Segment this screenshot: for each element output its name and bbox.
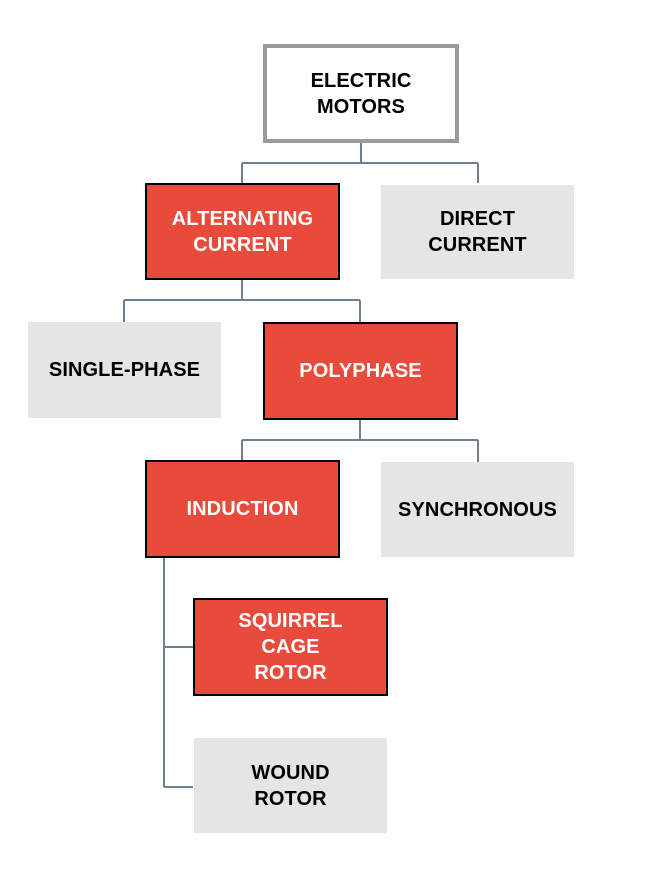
node-label: SQUIRREL CAGE ROTOR	[238, 610, 343, 684]
node-synchronous: SYNCHRONOUS	[381, 462, 574, 557]
node-alternating-current: ALTERNATING CURRENT	[145, 183, 340, 280]
node-label: INDUCTION	[186, 498, 299, 520]
node-electric-motors: ELECTRIC MOTORS	[263, 44, 459, 143]
node-label: ELECTRIC MOTORS	[310, 69, 412, 118]
connector-root	[241, 143, 479, 183]
node-label: SYNCHRONOUS	[398, 498, 557, 521]
connector-polyphase	[241, 420, 479, 462]
node-polyphase: POLYPHASE	[263, 322, 458, 420]
node-label: ALTERNATING CURRENT	[171, 207, 314, 256]
node-label: SINGLE-PHASE	[48, 359, 201, 381]
node-induction: INDUCTION	[145, 460, 340, 558]
node-label: WOUND ROTOR	[251, 761, 330, 810]
node-wound-rotor: WOUND ROTOR	[194, 738, 387, 833]
node-squirrel-cage-rotor: SQUIRREL CAGE ROTOR	[193, 598, 388, 696]
node-direct-current: DIRECT CURRENT	[381, 185, 574, 279]
node-label: POLYPHASE	[299, 360, 422, 382]
node-single-phase: SINGLE-PHASE	[28, 322, 221, 418]
node-label: DIRECT CURRENT	[428, 208, 527, 256]
connector-ac	[123, 280, 361, 322]
connector-induction	[163, 558, 193, 788]
